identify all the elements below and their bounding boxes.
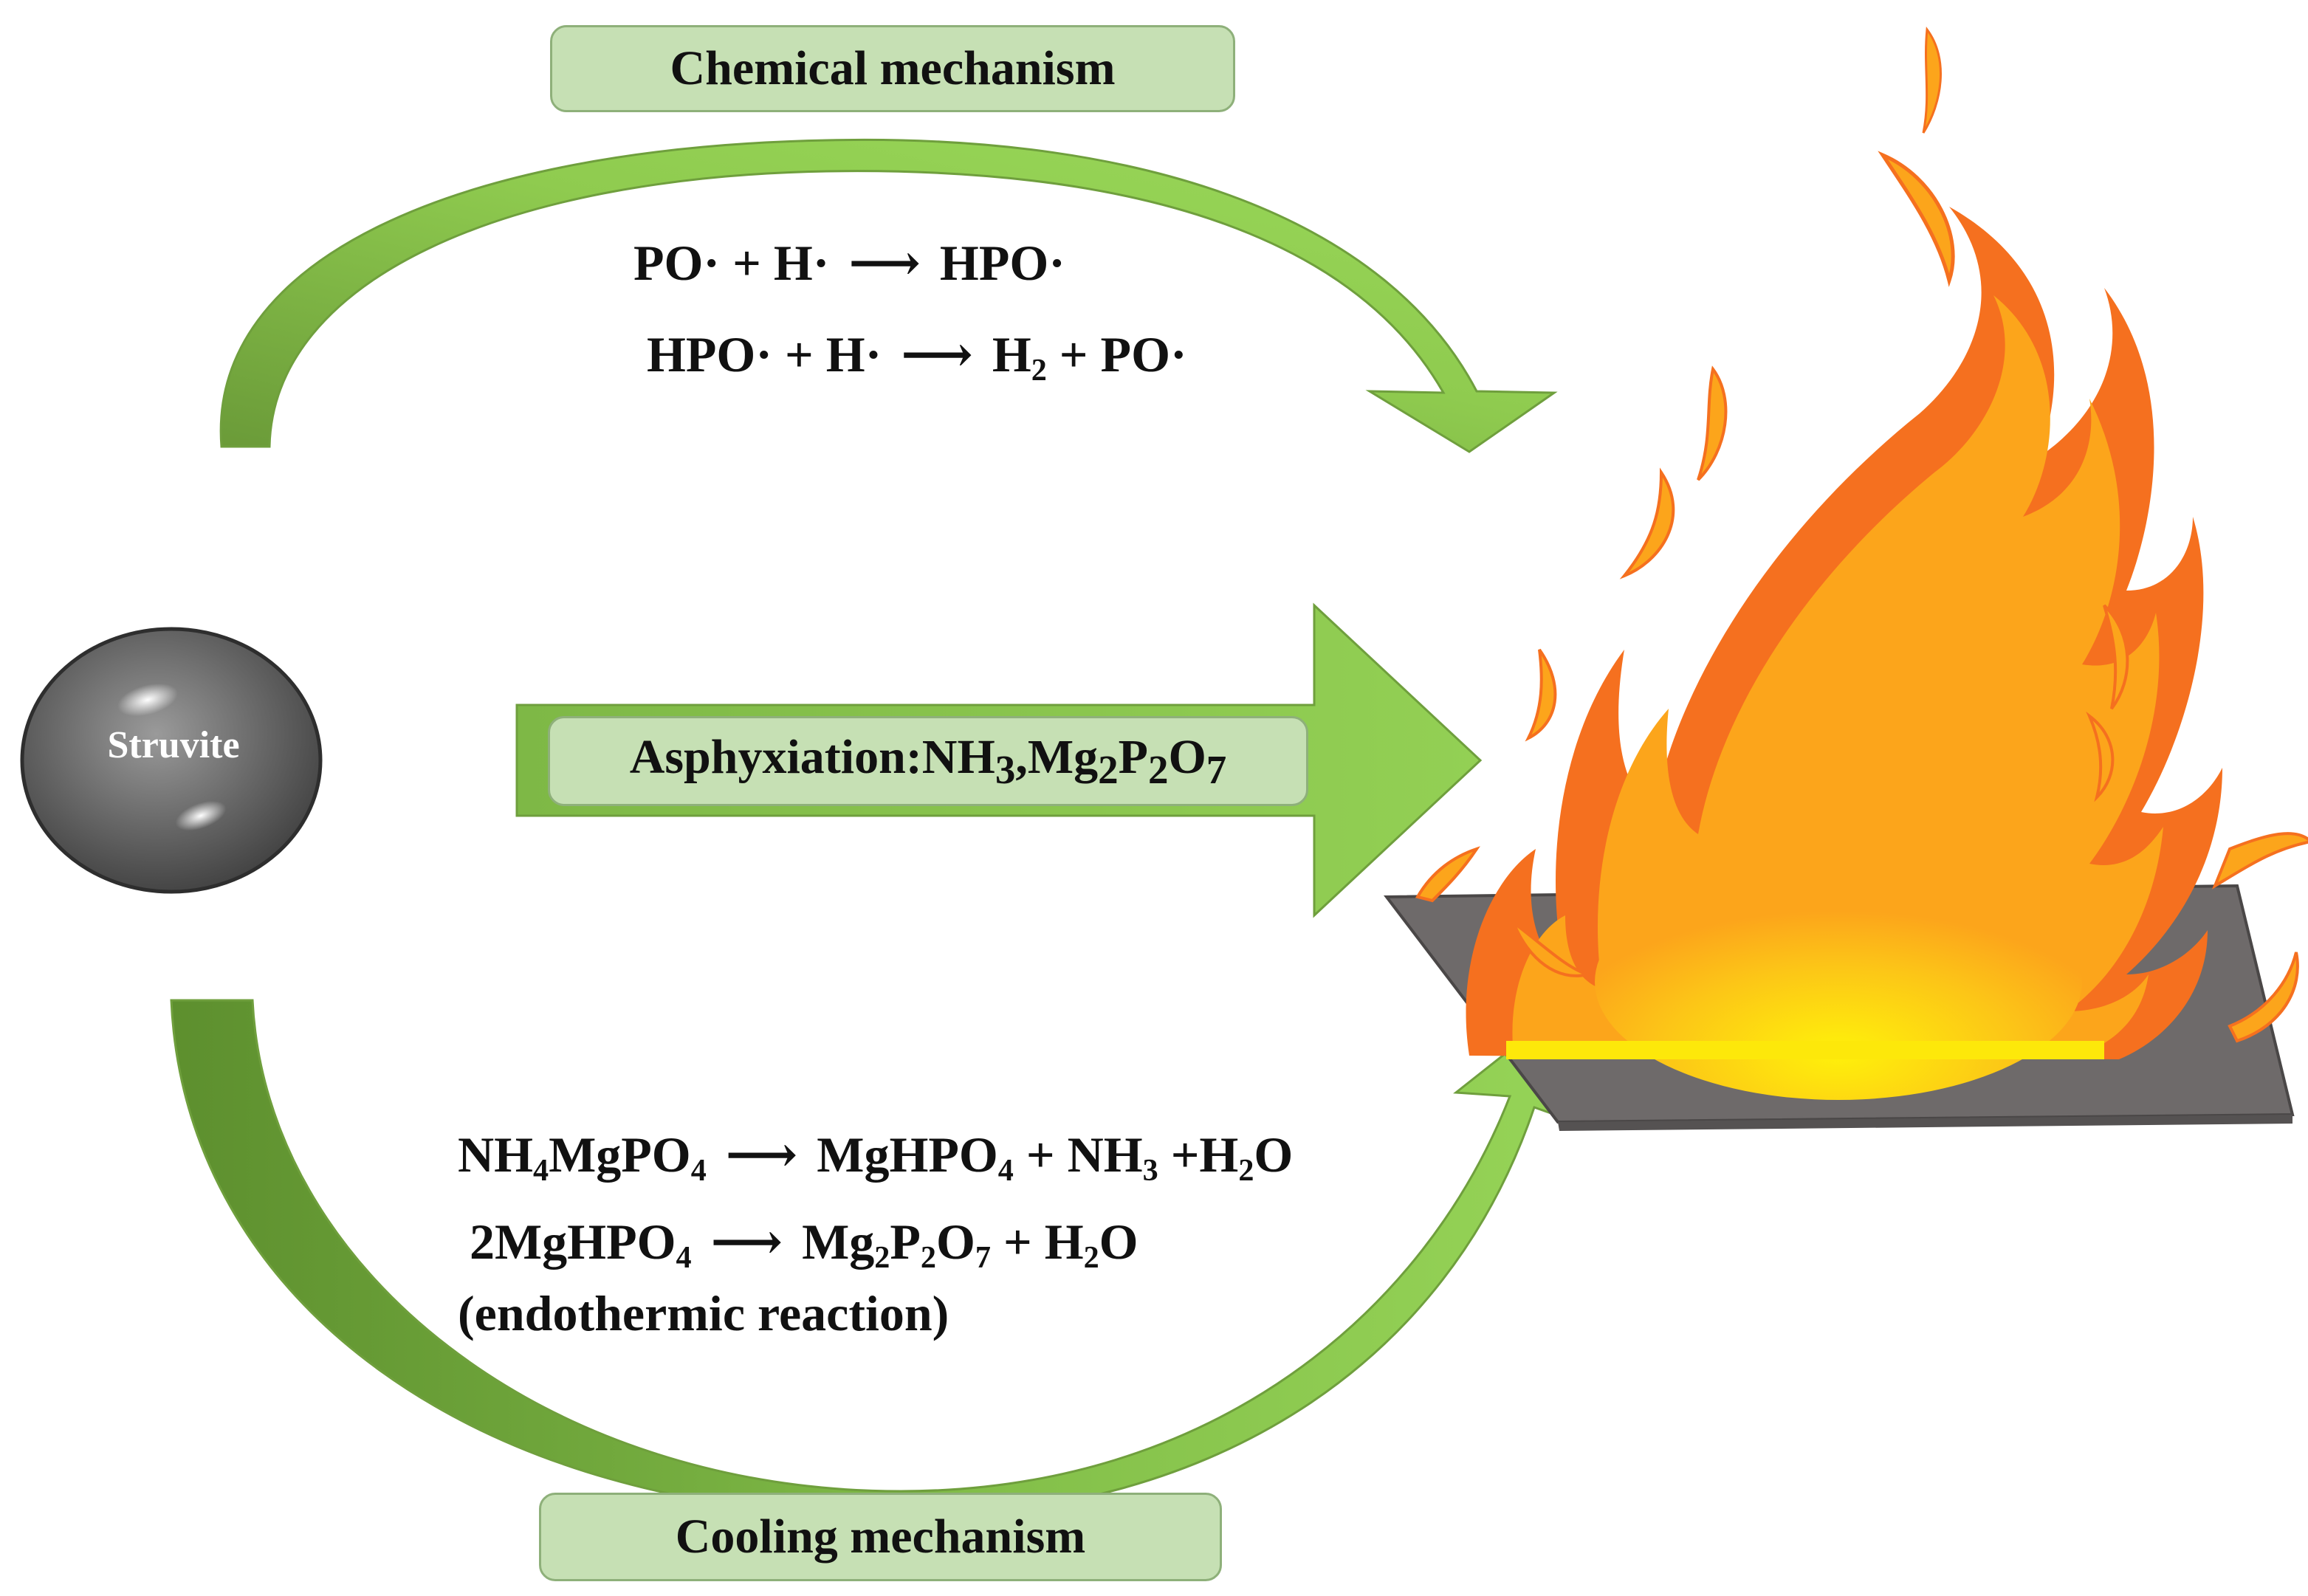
chemical-equation-1: PO· + H·⟶HPO· bbox=[633, 235, 1065, 291]
struvite-sphere bbox=[20, 627, 323, 894]
asphyxiation-label: Asphyxiation:NH3,Mg2P2O7 bbox=[548, 716, 1308, 806]
cooling-mechanism-label: Cooling mechanism bbox=[539, 1493, 1222, 1581]
chemical-mechanism-arrow bbox=[219, 138, 1558, 453]
chemical-equation-2: HPO· + H·⟶H2 + PO· bbox=[647, 326, 1187, 388]
endothermic-note: (endothermic reaction) bbox=[458, 1285, 949, 1341]
cooling-equation-2: 2MgHPO4⟶Mg2P2O7 + H2O bbox=[470, 1214, 1138, 1275]
flame-icon bbox=[1415, 27, 2308, 1100]
struvite-label: Struvite bbox=[107, 724, 240, 766]
chemical-mechanism-label: Chemical mechanism bbox=[550, 25, 1235, 112]
asphyxiation-text: Asphyxiation:NH3,Mg2P2O7 bbox=[629, 729, 1227, 793]
cooling-equation-1: NH4MgPO4⟶MgHPO4 + NH3 +H2O bbox=[458, 1127, 1294, 1188]
cooling-mechanism-text: Cooling mechanism bbox=[675, 1510, 1086, 1564]
chemical-mechanism-text: Chemical mechanism bbox=[670, 41, 1116, 95]
